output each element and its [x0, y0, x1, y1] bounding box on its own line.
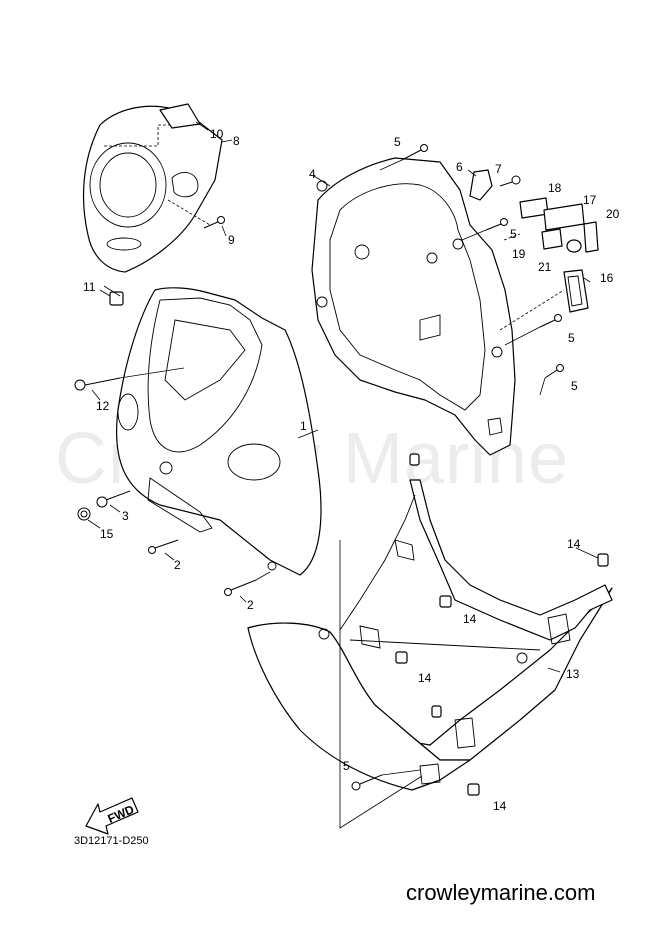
part-14-clip-mid [431, 705, 442, 718]
callout-1: 1 [300, 419, 307, 433]
part-2-screw-lower [224, 571, 271, 596]
part-20-label [583, 221, 599, 253]
callout-4: 4 [309, 167, 316, 181]
callout-5-right: 5 [568, 331, 575, 345]
callout-3: 3 [122, 509, 129, 523]
part-13-footrest-board [247, 479, 613, 791]
part-14-clip-c [395, 651, 408, 664]
callout-5-bottom: 5 [343, 759, 350, 773]
part-19-label [541, 228, 563, 250]
callout-2-upper: 2 [174, 558, 181, 572]
part-1-front-leg-shield [115, 287, 322, 576]
figure-code: 3D12171-D250 [74, 835, 149, 847]
callout-5-top: 5 [394, 135, 401, 149]
part-21-label [566, 239, 582, 253]
part-3-screw [96, 490, 131, 508]
callout-5-mid: 5 [510, 227, 517, 241]
callout-17: 17 [583, 193, 597, 207]
part-5-screw-lower-right [539, 364, 564, 396]
website-footer: crowleymarine.com [406, 880, 596, 905]
part-9-screw [203, 216, 227, 237]
part-14-clip-top [409, 453, 420, 466]
part-5-screw-mid [461, 218, 508, 241]
fwd-arrow-icon: FWD [85, 797, 139, 835]
callout-13: 13 [566, 667, 580, 681]
callout-14-a: 14 [567, 537, 581, 551]
callout-11: 11 [83, 280, 96, 294]
callout-16: 16 [600, 271, 614, 285]
part-7-bolt [499, 175, 521, 187]
callout-8: 8 [233, 134, 240, 148]
callout-7: 7 [495, 162, 502, 176]
part-2-screw-upper [148, 539, 179, 554]
part-10-clip [159, 103, 209, 131]
callout-14-d: 14 [493, 799, 507, 813]
callout-18: 18 [548, 181, 562, 195]
leader-lines [87, 139, 599, 673]
callout-labels: 10 8 9 11 12 3 15 2 2 1 4 5 6 7 18 17 20… [83, 127, 620, 813]
part-11-nut [99, 289, 124, 306]
callout-12: 12 [96, 399, 110, 413]
part-14-clip-a [597, 553, 609, 567]
part-6-bracket [467, 169, 493, 201]
part-4-inner-leg-shield [311, 157, 516, 456]
part-16-frame [499, 233, 589, 331]
callout-2-lower: 2 [247, 598, 254, 612]
part-17-label [543, 203, 585, 231]
part-14-clip-b [439, 595, 452, 608]
callout-5-lower-right: 5 [571, 379, 578, 393]
callout-19: 19 [512, 247, 526, 261]
part-14-clip-d [467, 783, 480, 796]
callout-6: 6 [456, 160, 463, 174]
callout-10: 10 [210, 127, 224, 141]
callout-9: 9 [228, 233, 235, 247]
part-15-grommet [77, 507, 91, 521]
part-18-label [519, 197, 549, 219]
fwd-label: FWD [105, 802, 136, 826]
callout-20: 20 [606, 207, 620, 221]
callout-14-c: 14 [418, 671, 432, 685]
part-8-headlight-housing [82, 105, 223, 273]
part-5-screw-top [379, 144, 428, 171]
assembly-guide-line [339, 540, 423, 829]
part-5-screw-bottom [351, 769, 421, 791]
callout-14-b: 14 [463, 612, 477, 626]
part-5-screw-right [504, 314, 562, 346]
callout-21: 21 [538, 260, 552, 274]
part-12-screw [74, 367, 185, 391]
callout-15: 15 [100, 527, 114, 541]
